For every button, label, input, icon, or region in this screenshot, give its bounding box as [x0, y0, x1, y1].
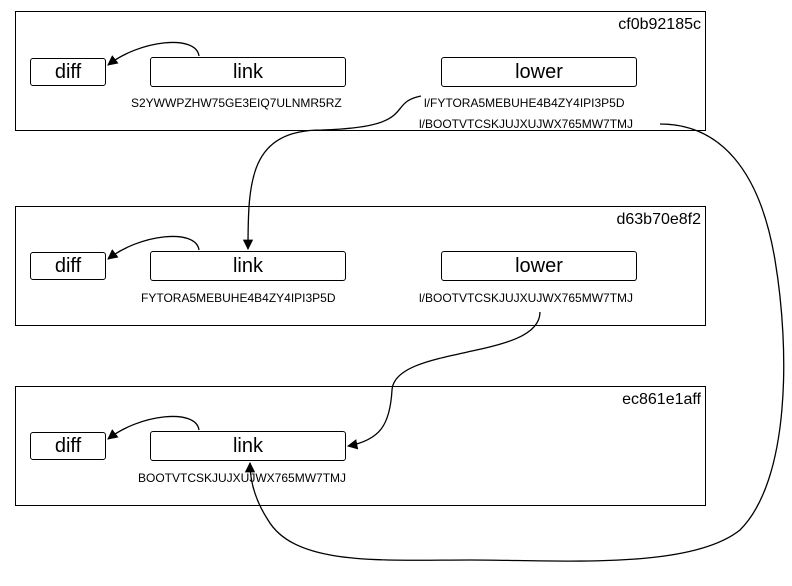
- link-id-caption: FYTORA5MEBUHE4B4ZY4IPI3P5D: [141, 291, 336, 305]
- link-box: link: [150, 57, 346, 87]
- link-label: link: [232, 434, 263, 457]
- diff-label: diff: [54, 254, 82, 277]
- layer-box-3: ec861e1aff: [15, 386, 706, 506]
- lower-box: lower: [441, 57, 637, 87]
- link-id-caption: S2YWWPZHW75GE3EIQ7ULNMR5RZ: [131, 96, 342, 110]
- link-label: link: [232, 60, 263, 83]
- lower-box: lower: [441, 251, 637, 281]
- lower-label: lower: [515, 60, 563, 83]
- link-id-caption: BOOTVTCSKJUJXUJWX765MW7TMJ: [138, 471, 347, 485]
- layer-id-label: cf0b92185c: [618, 16, 701, 33]
- diff-box: diff: [30, 252, 106, 280]
- diff-label: diff: [54, 434, 82, 457]
- lower-ref-caption-2: l/BOOTVTCSKJUJXUJWX765MW7TMJ: [419, 117, 634, 131]
- lower-ref-caption-1: l/FYTORA5MEBUHE4B4ZY4IPI3P5D: [424, 96, 625, 110]
- link-box: link: [150, 431, 346, 461]
- diff-box: diff: [30, 58, 106, 86]
- layer-id-label: ec861e1aff: [622, 391, 701, 408]
- link-label: link: [232, 254, 263, 277]
- lower-label: lower: [515, 254, 563, 277]
- lower-ref-caption: l/BOOTVTCSKJUJXUJWX765MW7TMJ: [419, 291, 634, 305]
- diff-box: diff: [30, 432, 106, 460]
- diff-label: diff: [54, 60, 82, 83]
- link-box: link: [150, 251, 346, 281]
- layer-id-label: d63b70e8f2: [616, 211, 701, 228]
